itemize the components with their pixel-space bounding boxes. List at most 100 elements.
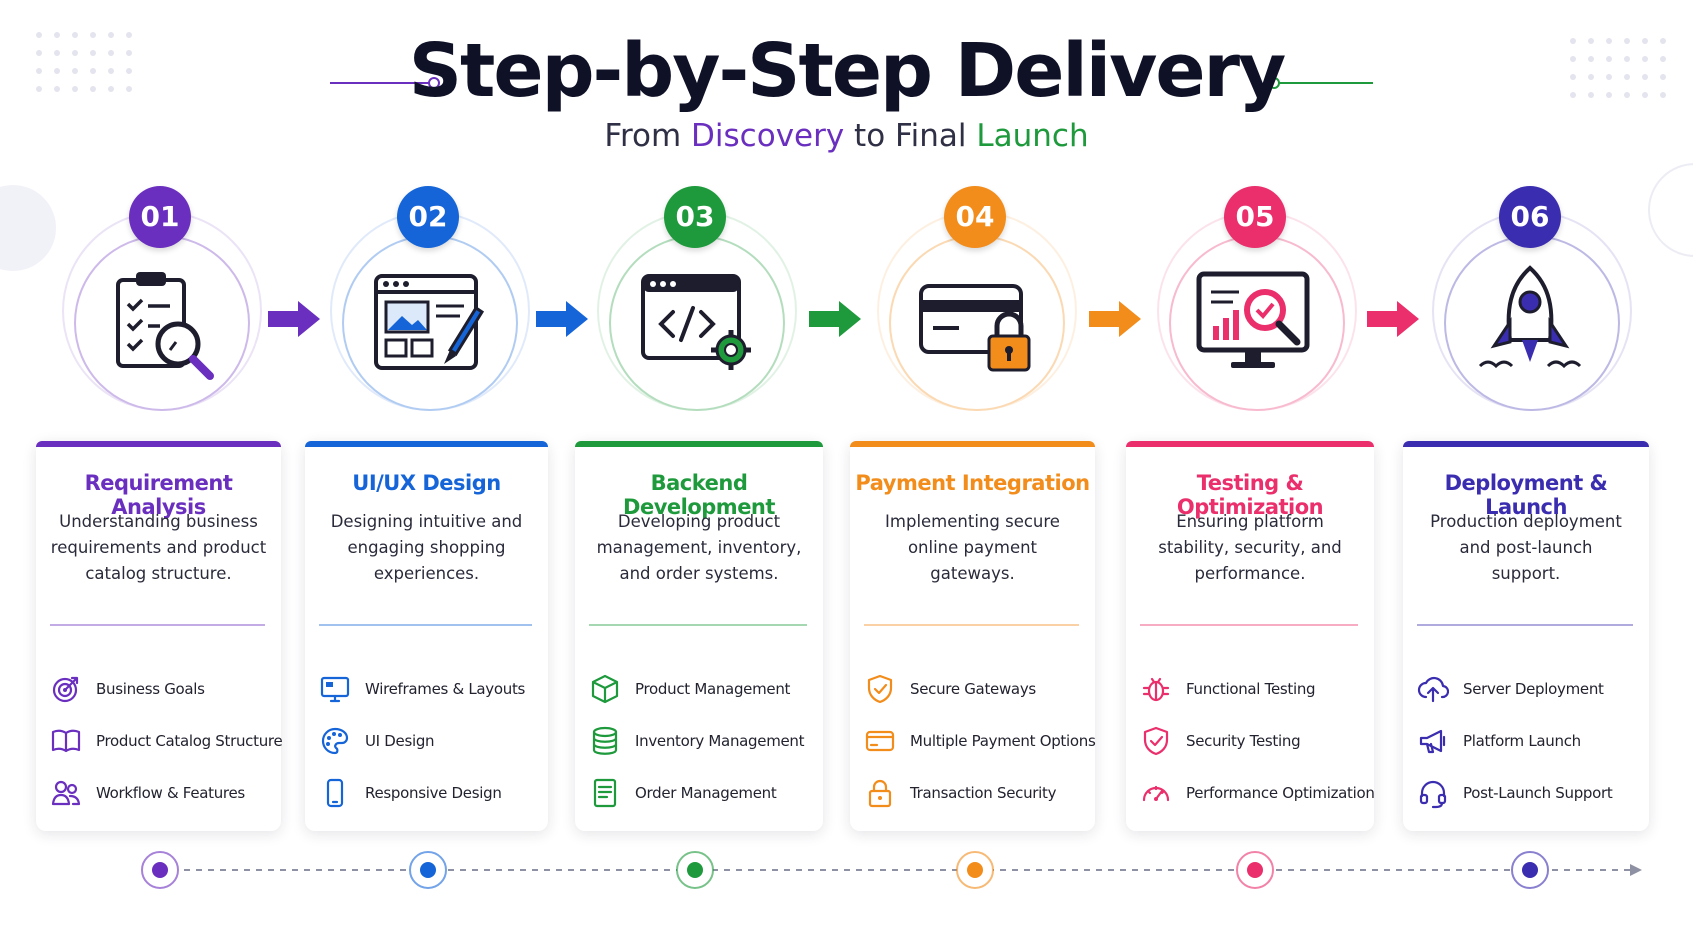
monitor-magnifier-icon: [1195, 262, 1315, 382]
decorative-circle-left: [0, 185, 56, 271]
feature-item: Functional Testing: [1140, 671, 1370, 707]
feature-label: Security Testing: [1186, 732, 1301, 750]
shield-check-icon: [1143, 726, 1169, 756]
card-divider: [864, 624, 1079, 626]
card-description-line: experiences.: [373, 564, 480, 583]
cloud-upload-icon: [1417, 676, 1449, 703]
feature-item: Server Deployment: [1417, 671, 1645, 707]
card-title: Backend Development: [623, 471, 775, 519]
timeline-node: [409, 851, 447, 889]
card-divider: [1417, 624, 1633, 626]
card-description: Understanding business requirements and p…: [46, 509, 271, 587]
gauge-icon: [1142, 785, 1170, 802]
card-top-bar: [850, 441, 1095, 447]
feature-label: Responsive Design: [365, 784, 502, 802]
smartphone-icon: [326, 778, 344, 808]
card-divider: [50, 624, 265, 626]
card-description-line: stability, security, and: [1158, 538, 1342, 557]
card-top-bar: [305, 441, 548, 447]
feature-label: Business Goals: [96, 680, 205, 698]
decorative-circle-right: [1648, 163, 1693, 257]
feature-item: Wireframes & Layouts: [319, 671, 544, 707]
card-description-line: online payment: [907, 538, 1038, 557]
card-description-line: performance.: [1194, 564, 1306, 583]
feature-item: Order Management: [589, 775, 819, 811]
feature-item: UI Design: [319, 723, 544, 759]
feature-item: Inventory Management: [589, 723, 819, 759]
card-title: Requirement Analysis: [84, 471, 233, 519]
card-description-line: Designing intuitive and: [330, 512, 523, 531]
users-icon: [51, 780, 81, 806]
step-number-badge: 06: [1499, 186, 1561, 248]
header-line-left: [330, 77, 440, 89]
step-arrow-icon: [534, 297, 590, 341]
card-title: Testing & Optimization: [1176, 471, 1324, 519]
card-top-bar: [1126, 441, 1374, 447]
step-arrow-icon: [1365, 297, 1421, 341]
feature-item: Transaction Security: [864, 775, 1091, 811]
step-arrow-icon: [266, 297, 322, 341]
card-description-line: catalog structure.: [85, 564, 232, 583]
timeline-node: [1511, 851, 1549, 889]
card-divider: [589, 624, 807, 626]
feature-label: Server Deployment: [1463, 680, 1604, 698]
box-icon: [591, 674, 619, 704]
feature-item: Platform Launch: [1417, 723, 1645, 759]
megaphone-icon: [1419, 729, 1446, 754]
card-description-line: Ensuring platform: [1176, 512, 1324, 531]
card-top-bar: [575, 441, 823, 447]
card-description-line: support.: [1491, 564, 1561, 583]
decorative-dots-left: [36, 32, 146, 102]
step-arrow-icon: [807, 297, 863, 341]
database-icon: [592, 726, 618, 755]
card-description-line: management, inventory,: [596, 538, 802, 557]
page-subtitle: From Discovery to Final Launch: [0, 118, 1693, 154]
browser-brush-icon: [368, 262, 488, 382]
feature-item: Workflow & Features: [50, 775, 277, 811]
target-icon: [52, 676, 79, 703]
shield-check-icon: [867, 674, 893, 704]
document-icon: [593, 778, 617, 808]
feature-item: Responsive Design: [319, 775, 544, 811]
card-divider: [319, 624, 532, 626]
lock-icon: [868, 779, 892, 808]
palette-icon: [321, 727, 349, 755]
bug-icon: [1142, 677, 1170, 702]
timeline: [141, 851, 1642, 889]
feature-label: Inventory Management: [635, 732, 805, 750]
monitor-icon: [320, 676, 350, 703]
card-divider: [1140, 624, 1358, 626]
card-description-line: gateways.: [930, 564, 1015, 583]
feature-item: Multiple Payment Options: [864, 723, 1096, 759]
feature-item: Post-Launch Support: [1417, 775, 1645, 811]
step-arrow-icon: [1087, 297, 1143, 341]
card-description-line: Production deployment: [1430, 512, 1622, 531]
feature-label: Secure Gateways: [910, 680, 1036, 698]
card-description-line: requirements and product: [50, 538, 267, 557]
card-description-line: Developing product: [617, 512, 781, 531]
card-icon: [865, 730, 895, 752]
subtitle-part-2: to Final: [844, 118, 977, 154]
card-description: Designing intuitive and engaging shopping…: [315, 509, 538, 587]
subtitle-part-1: From: [604, 118, 692, 154]
card-description-line: and order systems.: [619, 564, 779, 583]
feature-label: Order Management: [635, 784, 777, 802]
clipboard-magnifier-icon: [100, 262, 220, 382]
feature-label: Wireframes & Layouts: [365, 680, 526, 698]
feature-item: Performance Optimization: [1140, 775, 1375, 811]
feature-item: Product Catalog Structure: [50, 723, 283, 759]
card-description-line: Understanding business: [59, 512, 258, 531]
feature-item: Business Goals: [50, 671, 277, 707]
code-window-gear-icon: [635, 262, 755, 382]
card-title: UI/UX Design: [352, 471, 501, 495]
feature-label: Product Management: [635, 680, 791, 698]
step-number-badge: 04: [944, 186, 1006, 248]
decorative-dots-right: [1570, 38, 1680, 108]
card-description-line: engaging shopping: [347, 538, 506, 557]
feature-label: Multiple Payment Options: [910, 732, 1096, 750]
book-icon: [51, 729, 81, 753]
